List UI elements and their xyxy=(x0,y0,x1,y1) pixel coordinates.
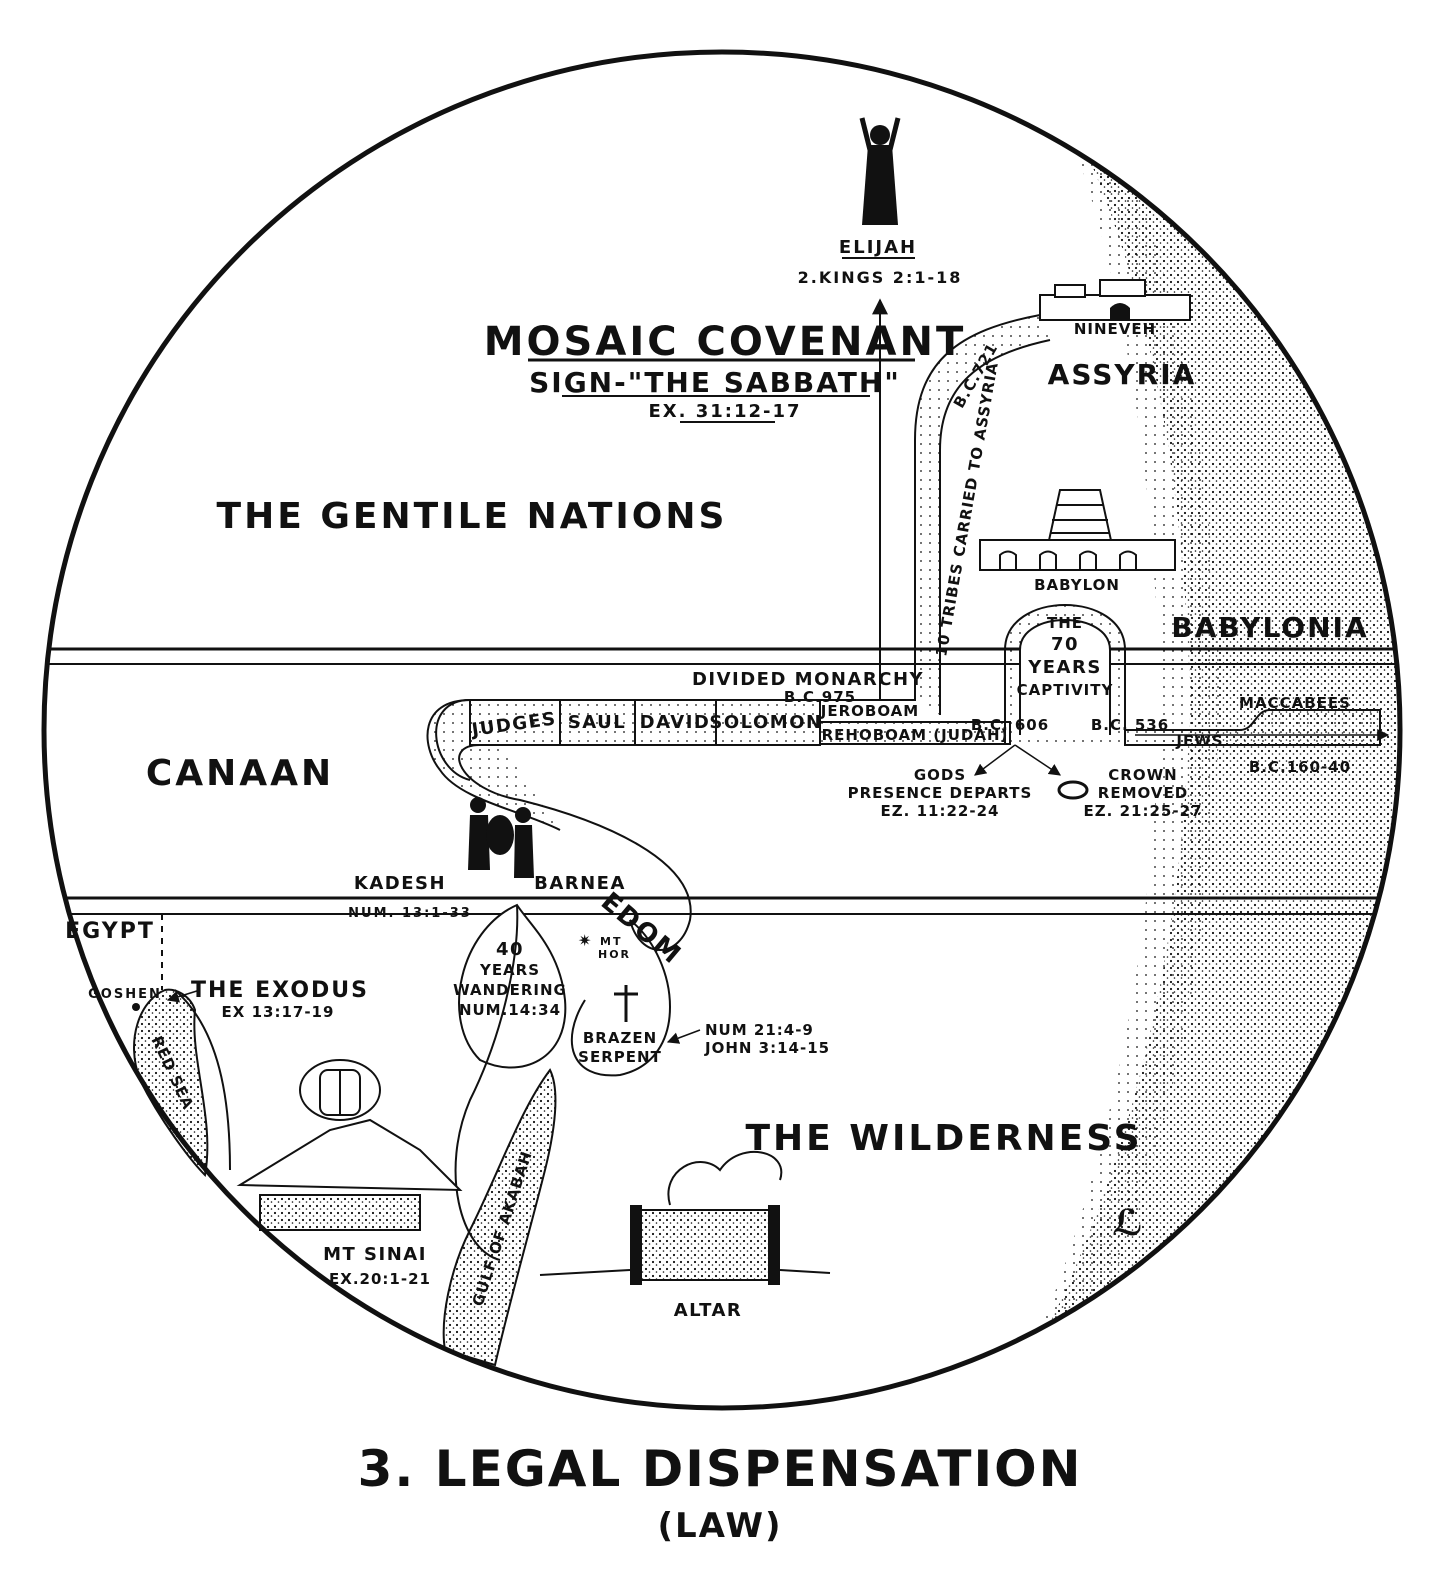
serpent-line-2: SERPENT xyxy=(578,1048,662,1066)
wandering-loop xyxy=(458,903,567,1069)
dispensation-circle xyxy=(41,49,1403,1411)
diagram-title: 3. LEGAL DISPENSATION xyxy=(357,1440,1083,1498)
label-exodus: THE EXODUS xyxy=(191,978,369,1003)
diagram-subtitle: (LAW) xyxy=(657,1506,783,1546)
timeline-jeroboam: JEROBOAM xyxy=(820,702,919,720)
timeline-maccabees: MACCABEES xyxy=(1239,694,1351,712)
elijah-ref: 2.KINGS 2:1-18 xyxy=(798,268,963,287)
tabernacle-icon xyxy=(259,1194,421,1231)
serpent-loop xyxy=(570,919,671,1077)
wandering-line-1: 40 xyxy=(496,939,524,960)
timeline-saul: SAUL xyxy=(568,712,626,733)
timeline-rehoboam: REHOBOAM (JUDAH) xyxy=(822,726,1009,744)
presence-ref: EZ. 11:22-24 xyxy=(881,802,1000,820)
exodus-ref: EX 13:17-19 xyxy=(222,1003,335,1021)
crown-arrow xyxy=(1014,744,1061,776)
presence-line-1: GODS xyxy=(914,766,966,784)
nineveh-city-icon xyxy=(1039,279,1191,321)
region-wilderness: THE WILDERNESS xyxy=(745,1118,1142,1159)
region-canaan: CANAAN xyxy=(146,753,334,794)
label-barnea: BARNEA xyxy=(534,873,626,894)
wandering-line-3: WANDERING xyxy=(453,981,567,999)
crown-ref: EZ. 21:25-27 xyxy=(1084,802,1203,820)
presence-arrow xyxy=(974,744,1016,776)
monogram: ℒ xyxy=(1112,1203,1143,1244)
label-kadesh: KADESH xyxy=(354,873,446,894)
covenant-title: MOSAIC COVENANT xyxy=(484,319,967,365)
timeline-jews: JEWS xyxy=(1175,732,1223,750)
covenant-ref: EX. 31:12-17 xyxy=(648,401,801,422)
date-bc-606: B.C. 606 xyxy=(971,716,1049,734)
red-sea xyxy=(133,988,209,1178)
mt-hor-star-icon: ✷ xyxy=(578,931,591,950)
wandering-line-2: YEARS xyxy=(479,961,540,979)
babylon-tower-icon xyxy=(979,489,1176,571)
brazen-serpent-icon xyxy=(614,985,638,1022)
captivity-line-3: YEARS xyxy=(1027,657,1102,678)
captivity-line-4: CAPTIVITY xyxy=(1017,681,1114,699)
captivity-line-2: 70 xyxy=(1051,634,1079,655)
crown-line-2: REMOVED xyxy=(1098,784,1188,802)
timeline-maccabees-date: B.C.160-40 xyxy=(1249,758,1351,776)
timeline-divided-date: B.C.975 xyxy=(784,688,856,706)
dispensation-diagram: ✷ ℒ ELIJAH 2.KINGS 2:1-18 MOSAIC COVENAN… xyxy=(41,49,1403,1411)
timeline-david: DAVID xyxy=(640,712,711,733)
label-goshen: GOSHEN xyxy=(88,987,162,1002)
mt-hor-line-2: HOR xyxy=(598,948,631,961)
date-bc-536: B.C. 536 xyxy=(1091,716,1169,734)
label-altar: ALTAR xyxy=(674,1300,743,1321)
sinai-ref: EX.20:1-21 xyxy=(329,1270,431,1288)
serpent-ref-2: JOHN 3:14-15 xyxy=(704,1039,830,1057)
label-mt-sinai: MT SINAI xyxy=(323,1244,427,1265)
region-gentile-nations: THE GENTILE NATIONS xyxy=(217,496,728,537)
elijah-label: ELIJAH xyxy=(839,237,917,258)
mt-sinai-icon xyxy=(236,1059,463,1231)
mt-hor-line-1: MT xyxy=(600,935,622,948)
city-nineveh: NINEVEH xyxy=(1074,320,1156,338)
altar-icon xyxy=(539,1151,831,1285)
spies-figure-icon xyxy=(468,797,534,878)
captivity-line-1: THE xyxy=(1047,614,1083,632)
serpent-line-1: BRAZEN xyxy=(583,1029,657,1047)
crown-line-1: CROWN xyxy=(1108,766,1177,784)
presence-line-2: PRESENCE DEPARTS xyxy=(848,784,1033,802)
kadesh-ref: NUM. 13:1-33 xyxy=(348,906,472,921)
crown-icon xyxy=(1057,780,1089,800)
region-assyria: ASSYRIA xyxy=(1048,358,1197,391)
covenant-sign: SIGN-"THE SABBATH" xyxy=(529,366,901,399)
wandering-ref: NUM.14:34 xyxy=(459,1001,561,1019)
region-babylonia: BABYLONIA xyxy=(1171,611,1368,644)
gulf-of-akabah xyxy=(442,1068,557,1367)
elijah-figure-icon xyxy=(859,117,901,225)
timeline-solomon: SOLOMON xyxy=(709,712,822,733)
region-egypt: EGYPT xyxy=(65,919,155,944)
timeline-divided-monarchy: DIVIDED MONARCHY xyxy=(692,669,924,690)
serpent-ref-1: NUM 21:4-9 xyxy=(705,1021,814,1039)
city-babylon: BABYLON xyxy=(1034,576,1120,594)
israel-path xyxy=(426,314,1390,951)
